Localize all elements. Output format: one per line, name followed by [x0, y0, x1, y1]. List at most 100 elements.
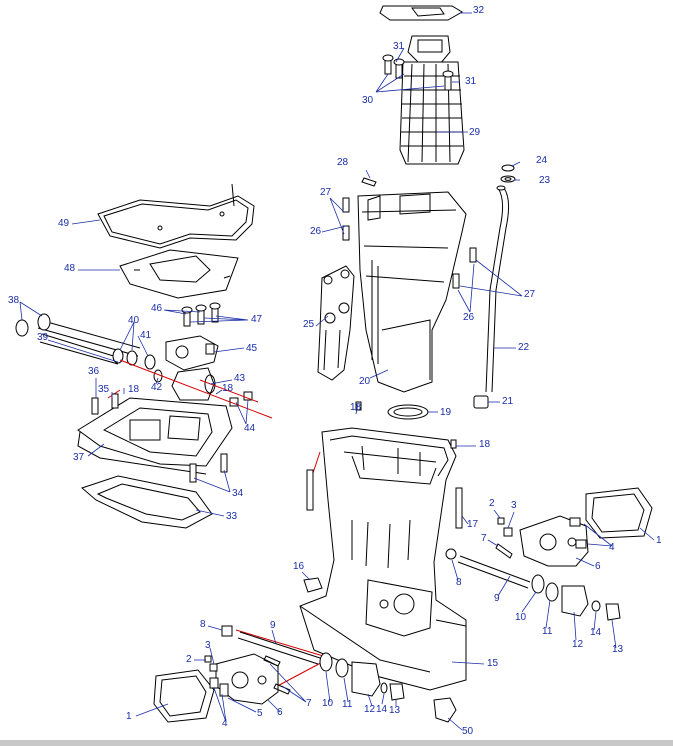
- part-16-plug: [303, 577, 323, 593]
- callout-47: 47: [251, 314, 263, 325]
- parts-2-3-4-7-8-right: [445, 517, 587, 560]
- parts-38-39-rods: [15, 313, 141, 365]
- callout-1-left: 1: [126, 711, 132, 722]
- callout-23: 23: [539, 175, 551, 186]
- callout-7-left: 7: [306, 698, 312, 709]
- callout-42: 42: [151, 382, 163, 393]
- callout-20: 20: [359, 376, 371, 387]
- callout-38: 38: [8, 295, 20, 306]
- callout-33: 33: [226, 511, 238, 522]
- callout-29: 29: [469, 127, 481, 138]
- part-32-top-plate: [379, 5, 463, 21]
- part-19-seal-ring: [387, 404, 429, 420]
- leader-lines: [19, 12, 655, 731]
- callout-37: 37: [73, 452, 85, 463]
- callout-14-left: 14: [376, 704, 388, 715]
- callout-26-left: 26: [310, 226, 322, 237]
- part-20-exhaust-housing: [357, 191, 467, 393]
- part-29-exhaust-tower: [399, 35, 465, 165]
- part-25-gasket: [317, 265, 355, 381]
- parts-17-18-studs: [306, 401, 463, 529]
- part-21-grommet: [473, 395, 489, 409]
- callout-9-right: 9: [494, 593, 500, 604]
- part-50-fitting: [433, 697, 457, 723]
- callout-41: 41: [140, 330, 152, 341]
- callout-46: 46: [151, 303, 163, 314]
- callout-50: 50: [462, 726, 474, 737]
- callout-35: 35: [98, 384, 110, 395]
- callout-18-upper: 18: [350, 402, 362, 413]
- callout-28: 28: [337, 157, 349, 168]
- callout-40: 40: [128, 315, 140, 326]
- callout-10-right: 10: [515, 612, 527, 623]
- parts-40-41-42-washers: [112, 348, 163, 383]
- callout-4-right: 4: [609, 542, 615, 553]
- callout-22: 22: [518, 342, 530, 353]
- callout-18-mid: 18: [222, 383, 234, 394]
- callout-27-left: 27: [320, 187, 332, 198]
- callout-3-left: 3: [205, 640, 211, 651]
- callout-15: 15: [487, 658, 499, 669]
- callout-3-right: 3: [511, 500, 517, 511]
- callout-11-left: 11: [342, 699, 353, 710]
- callout-48: 48: [64, 263, 76, 274]
- part-43-bushing: [171, 367, 216, 401]
- callout-27-right: 27: [524, 289, 536, 300]
- callout-17: 17: [467, 519, 479, 530]
- callout-4-left: 4: [222, 718, 228, 729]
- part-9-shaft-left: [237, 631, 321, 665]
- callout-31-upper-left: 31: [393, 41, 405, 52]
- callout-43: 43: [234, 373, 246, 384]
- callout-39: 39: [37, 332, 49, 343]
- callout-26-right: 26: [463, 312, 475, 323]
- callout-5: 5: [257, 708, 263, 719]
- callout-6-right: 6: [595, 561, 601, 572]
- part-6-bracket-left: [215, 653, 279, 705]
- callout-7-right: 7: [481, 533, 487, 544]
- callout-9-left: 9: [270, 620, 276, 631]
- part-48-plate-gasket: [119, 249, 239, 299]
- part-1-bracket-cover-left: [153, 669, 215, 723]
- callout-13-left: 13: [389, 705, 401, 716]
- callout-30: 30: [362, 95, 374, 106]
- part-15-driveshaft-housing: [299, 427, 467, 691]
- parts-24-23-washers: [500, 164, 516, 183]
- part-33-gasket: [81, 475, 213, 529]
- callout-45: 45: [246, 343, 258, 354]
- callout-10-left: 10: [322, 698, 334, 709]
- part-37-adapter-plate: [77, 393, 233, 475]
- callout-2-left: 2: [186, 654, 192, 665]
- callout-19: 19: [440, 407, 452, 418]
- callout-14-right: 14: [590, 627, 602, 638]
- callout-32: 32: [473, 5, 485, 16]
- callout-31-right: 31: [465, 76, 477, 87]
- parts-46-47-bolts: [181, 302, 221, 327]
- callout-18-left: 18: [128, 384, 140, 395]
- callout-8-left: 8: [200, 619, 206, 630]
- callout-2-right: 2: [489, 498, 495, 509]
- callout-12-right: 12: [572, 639, 584, 650]
- part-49-gasket-outline: [97, 183, 255, 249]
- callout-49: 49: [58, 218, 70, 229]
- callout-8-right: 8: [456, 577, 462, 588]
- parts-10-11-12-left: [319, 652, 405, 701]
- callout-6-left: 6: [277, 707, 283, 718]
- window-bottom-edge: [0, 740, 673, 746]
- part-45-valve-block: [165, 335, 219, 371]
- callout-25: 25: [303, 319, 315, 330]
- callout-1-right: 1: [656, 535, 662, 546]
- parts-30-31-bolts: [382, 54, 454, 91]
- callout-34: 34: [232, 488, 244, 499]
- callout-21: 21: [502, 396, 514, 407]
- parts-10-11-12-right: [531, 574, 621, 621]
- callout-44: 44: [244, 423, 256, 434]
- part-1-bracket-cover-right: [585, 487, 653, 539]
- callout-24: 24: [536, 155, 548, 166]
- part-9-shaft-right: [457, 555, 531, 589]
- part-6-bracket-right: [519, 515, 589, 567]
- callout-36: 36: [88, 366, 100, 377]
- callout-18-right: 18: [479, 439, 491, 450]
- part-34-bolts: [189, 453, 228, 483]
